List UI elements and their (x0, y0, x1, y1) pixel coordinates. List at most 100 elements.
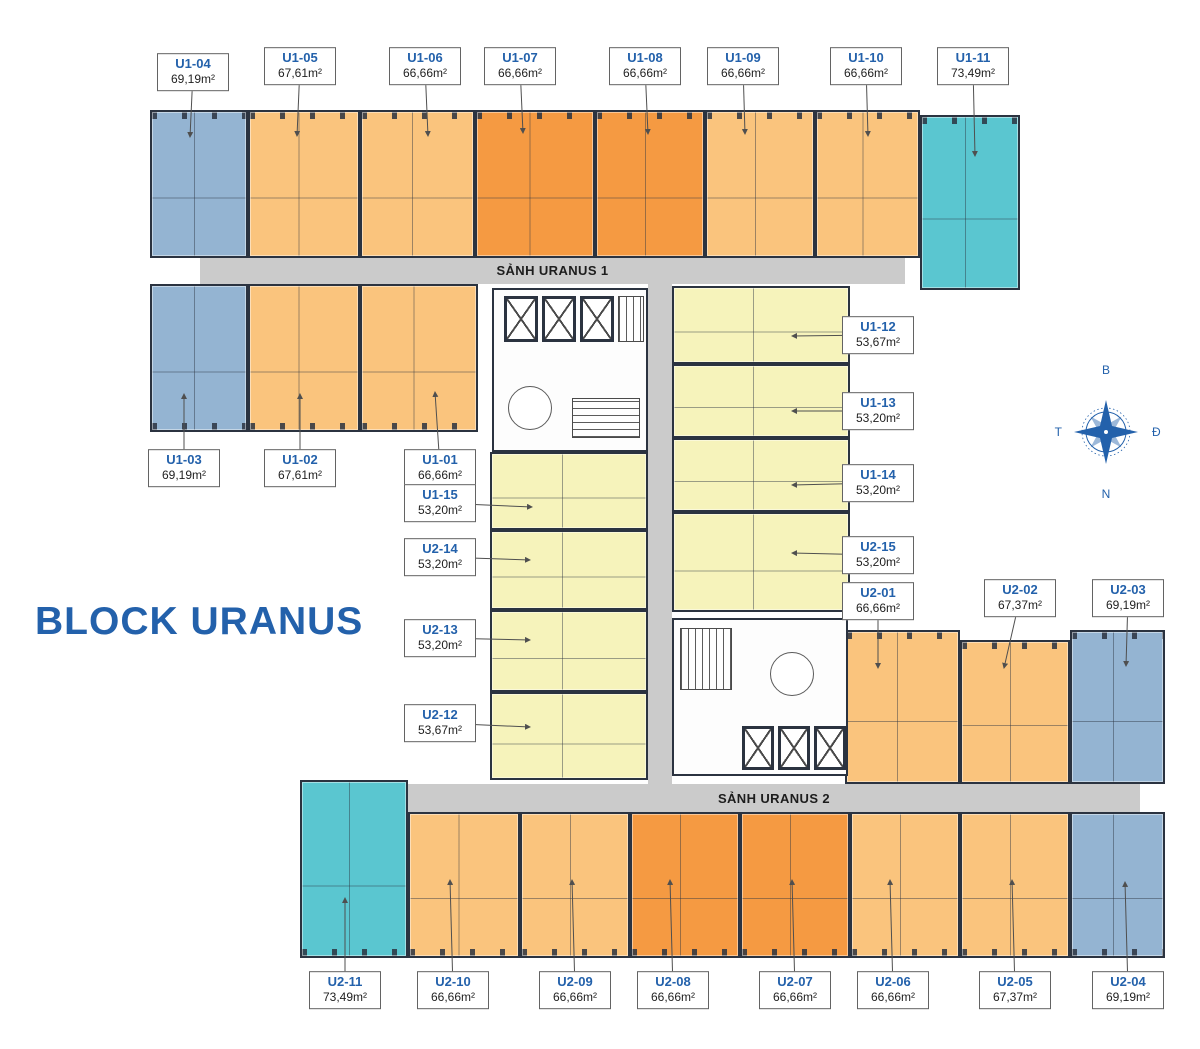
unit-region-U1-05 (248, 110, 360, 258)
unit-area: 66,66m² (772, 990, 818, 1005)
unit-area: 53,20m² (855, 483, 901, 498)
unit-area: 66,66m² (402, 66, 448, 81)
unit-region-U1-03 (150, 284, 248, 432)
unit-area: 66,66m² (720, 66, 766, 81)
unit-id: U1-01 (422, 452, 458, 468)
unit-area: 53,20m² (855, 411, 901, 426)
compass-rose: B Đ N T (1055, 363, 1161, 501)
spiral-stair (508, 386, 552, 430)
unit-id: U2-02 (1002, 582, 1038, 598)
lobby-corridor-1: SẢNH URANUS 1 (200, 257, 905, 284)
lobby-2-label: SẢNH URANUS 2 (717, 790, 831, 806)
unit-area: 73,49m² (950, 66, 996, 81)
spiral-stair (770, 652, 814, 696)
connecting-corridor (648, 284, 672, 784)
unit-region-U2-05 (960, 812, 1070, 958)
unit-area: 67,61m² (277, 66, 323, 81)
unit-area: 69,19m² (170, 72, 216, 87)
elevator-shaft (742, 726, 774, 770)
unit-area: 66,66m² (870, 990, 916, 1005)
unit-area: 66,66m² (552, 990, 598, 1005)
unit-region-U1-12 (672, 286, 850, 364)
unit-region-U1-02 (248, 284, 360, 432)
unit-id: U2-03 (1110, 582, 1146, 598)
unit-area: 66,66m² (417, 468, 463, 483)
elevator-shaft (542, 296, 576, 342)
lobby-1-label: SẢNH URANUS 1 (496, 263, 609, 278)
unit-id: U1-05 (282, 50, 318, 66)
unit-region-U1-15 (490, 452, 648, 530)
unit-id: U1-12 (860, 319, 896, 335)
unit-region-U2-15 (672, 512, 850, 612)
unit-region-U1-06 (360, 110, 475, 258)
unit-area: 53,20m² (855, 555, 901, 570)
unit-region-U2-10 (408, 812, 520, 958)
unit-region-U1-14 (672, 438, 850, 512)
unit-id: U1-02 (282, 452, 318, 468)
unit-region-U2-09 (520, 812, 630, 958)
unit-area: 67,61m² (277, 468, 323, 483)
unit-id: U1-14 (860, 467, 896, 483)
unit-id: U1-03 (166, 452, 202, 468)
stairs (572, 398, 640, 438)
elevator-shaft (814, 726, 846, 770)
unit-id: U1-08 (627, 50, 663, 66)
unit-area: 69,19m² (161, 468, 207, 483)
elevator-shaft (504, 296, 538, 342)
unit-area: 53,67m² (855, 335, 901, 350)
unit-id: U2-04 (1110, 974, 1146, 990)
unit-id: U2-14 (422, 541, 458, 557)
unit-id: U1-07 (502, 50, 538, 66)
unit-region-U2-13 (490, 610, 648, 692)
unit-area: 69,19m² (1105, 990, 1151, 1005)
unit-region-U2-11 (300, 780, 408, 958)
unit-area: 66,66m² (650, 990, 696, 1005)
unit-area: 66,66m² (430, 990, 476, 1005)
unit-region-U2-07 (740, 812, 850, 958)
unit-region-U2-08 (630, 812, 740, 958)
unit-region-U1-04 (150, 110, 248, 258)
unit-region-U2-03 (1070, 630, 1165, 784)
unit-area: 66,66m² (497, 66, 543, 81)
unit-area: 66,66m² (843, 66, 889, 81)
compass-south-label: N (1102, 487, 1111, 501)
unit-id: U2-09 (557, 974, 593, 990)
unit-region-U1-08 (595, 110, 705, 258)
unit-id: U2-11 (327, 974, 363, 990)
unit-id: U2-08 (655, 974, 691, 990)
unit-area: 53,67m² (417, 723, 463, 738)
unit-id: U1-11 (955, 50, 991, 66)
unit-id: U2-13 (422, 622, 458, 638)
unit-area: 69,19m² (1105, 598, 1151, 613)
unit-id: U1-13 (860, 395, 896, 411)
unit-region-U2-01 (845, 630, 960, 784)
unit-area: 67,37m² (997, 598, 1043, 613)
unit-area: 66,66m² (622, 66, 668, 81)
compass-center (1103, 429, 1109, 435)
unit-area: 53,20m² (417, 503, 463, 518)
compass-east-label: Đ (1152, 425, 1161, 439)
unit-region-U2-02 (960, 640, 1070, 784)
